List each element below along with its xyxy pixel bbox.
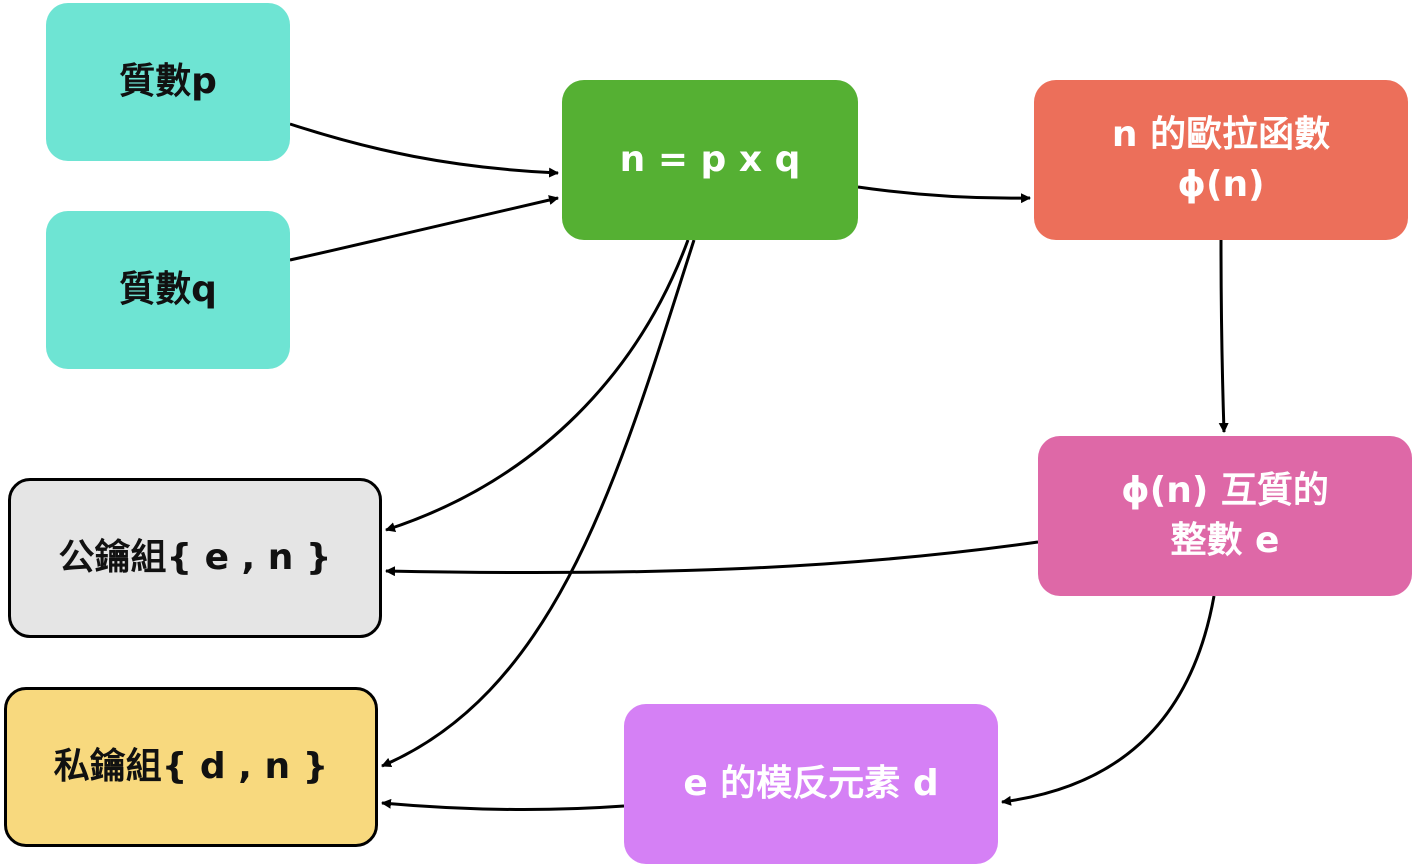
edge-prime-p-to-n xyxy=(289,122,559,178)
node-inverse-d: e 的模反元素 d xyxy=(624,704,998,864)
edge-phi-to-coprime-e xyxy=(1218,239,1229,433)
node-prime-p: 質數p xyxy=(46,3,290,161)
node-label: n = p x q xyxy=(619,138,801,180)
edge-prime-q-to-n xyxy=(289,195,559,262)
node-label-line-2: 整數 e xyxy=(1170,520,1280,561)
edge-coprime-e-to-inverse-d xyxy=(1001,595,1216,806)
node-label-line-1: n 的歐拉函數 xyxy=(1111,113,1331,155)
edge-n-to-private-key xyxy=(381,239,696,768)
node-label-line-1: ϕ(n) 互質的 xyxy=(1121,469,1329,511)
node-coprime-e: ϕ(n) 互質的 整數 e xyxy=(1038,436,1412,596)
node-public-key: 公鑰組{ e , n } xyxy=(8,478,382,638)
node-label: 私鑰組{ d , n } xyxy=(53,745,329,787)
node-label-line-2: ϕ(n) xyxy=(1177,164,1265,205)
node-euler-phi: n 的歐拉函數 ϕ(n) xyxy=(1034,80,1408,240)
edge-coprime-e-to-public-key xyxy=(385,540,1039,577)
node-label: 公鑰組{ e , n } xyxy=(58,536,332,578)
edge-n-to-public-key xyxy=(385,239,690,532)
edge-inverse-d-to-private-key xyxy=(381,798,625,812)
node-n-product: n = p x q xyxy=(562,80,858,240)
node-private-key: 私鑰組{ d , n } xyxy=(4,687,378,847)
node-label: 質數p xyxy=(119,60,217,102)
node-prime-q: 質數q xyxy=(46,211,290,369)
node-label: 質數q xyxy=(119,268,217,310)
node-label: e 的模反元素 d xyxy=(683,762,939,804)
edge-n-to-phi xyxy=(857,185,1031,204)
